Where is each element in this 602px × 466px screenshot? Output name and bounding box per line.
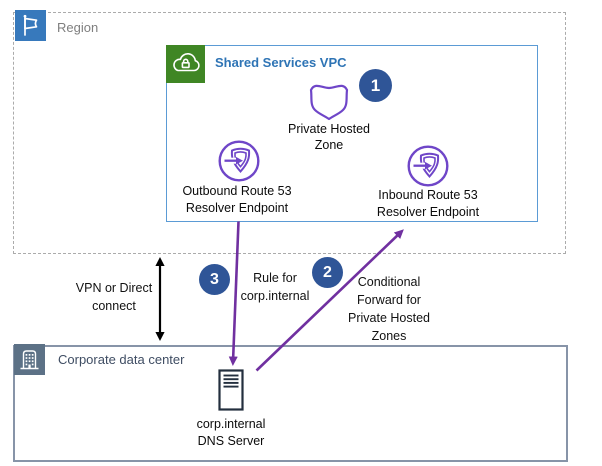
vpn-label: VPN or Direct connect [75, 281, 153, 313]
vpc-container [166, 45, 538, 222]
vpc-label: Shared Services VPC [215, 55, 347, 70]
outbound-endpoint-label: Outbound Route 53 Resolver Endpoint [182, 184, 292, 215]
datacenter-tile [14, 344, 45, 375]
step-2-badge: 2 [312, 257, 343, 288]
private-hosted-zone-label: Private Hosted Zone [288, 122, 370, 152]
datacenter-label: Corporate data center [58, 352, 185, 367]
route53-resolver-icon [407, 145, 449, 187]
inbound-endpoint-node [406, 144, 450, 193]
step-1-badge: 1 [359, 69, 392, 102]
cloud-lock-icon [173, 53, 200, 72]
shield-icon [309, 84, 349, 121]
flag-icon [23, 14, 38, 36]
outbound-endpoint-node [217, 139, 261, 188]
region-label: Region [57, 20, 99, 35]
dns-server-node [217, 368, 245, 417]
dns-server-label: corp.internal DNS Server [196, 417, 266, 448]
route53-resolver-icon [218, 140, 260, 182]
private-hosted-zone-node [306, 77, 352, 128]
server-icon [218, 369, 244, 411]
step-3-badge: 3 [199, 264, 230, 295]
building-icon [20, 350, 39, 370]
conditional-forward-label: Conditional Forward for Private Hosted Z… [348, 275, 430, 343]
inbound-endpoint-label: Inbound Route 53 Resolver Endpoint [376, 188, 480, 219]
vpc-tile [166, 45, 205, 83]
region-flag-tile [15, 10, 46, 41]
